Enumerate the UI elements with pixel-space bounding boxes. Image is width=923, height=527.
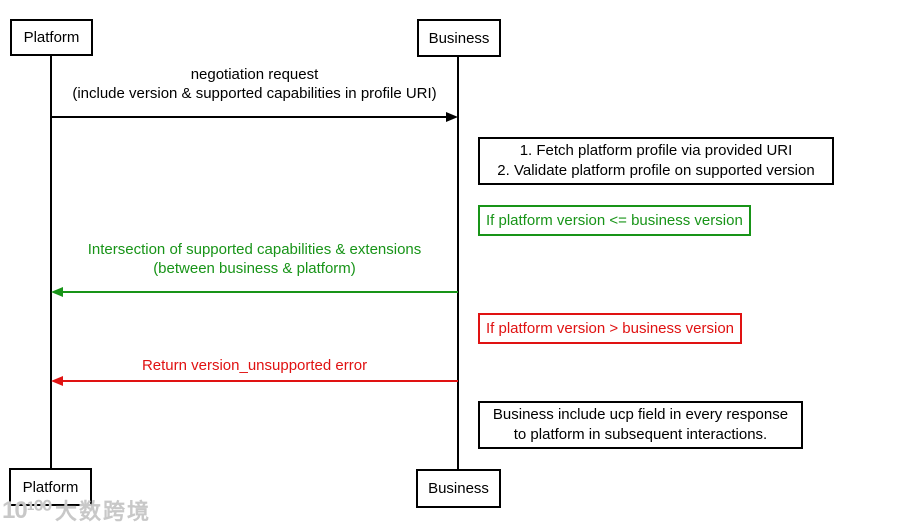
intersection-arrow-line [62,291,458,293]
unsupported-error-line1: Return version_unsupported error [141,357,368,374]
condition-version-gt: If platform version > business version [478,313,743,344]
actor-business-bottom-label: Business [428,480,489,497]
note-fetch-validate-line2: 2. Validate platform profile on supporte… [497,162,815,179]
note-fetch-validate: 1. Fetch platform profile via provided U… [478,137,834,185]
watermark: 10¹⁰⁰ 大数跨境 [2,494,151,526]
condition-version-gt-label: If platform version > business version [486,320,735,337]
negotiation-request-label: negotiation request (include version & s… [51,65,458,103]
negotiation-arrow-line [51,116,447,118]
note-ucp-field-line1: Business include ucp field in every resp… [492,406,789,423]
intersection-line2: (between business & platform) [153,260,356,277]
unsupported-arrow-line [62,380,458,382]
actor-platform-bottom-label: Platform [22,478,79,496]
watermark-logo-icon: 10¹⁰⁰ [2,496,52,524]
intersection-label: Intersection of supported capabilities &… [51,240,458,278]
condition-version-le: If platform version <= business version [478,205,751,236]
intersection-arrow-head-icon [51,287,63,297]
intersection-line1: Intersection of supported capabilities &… [87,241,422,258]
condition-version-le-label: If platform version <= business version [486,212,743,229]
negotiation-arrow-head-icon [446,112,458,122]
negotiation-request-line2: (include version & supported capabilitie… [72,85,437,102]
business-lifeline [457,57,459,469]
negotiation-request-line1: negotiation request [190,66,319,83]
actor-platform-bottom: Platform [9,468,92,506]
actor-business-top-label: Business [428,29,490,47]
unsupported-arrow-head-icon [51,376,63,386]
note-ucp-field: Business include ucp field in every resp… [478,401,803,449]
actor-platform-top-label: Platform [23,29,80,46]
unsupported-error-label: Return version_unsupported error [51,356,458,375]
watermark-text: 大数跨境 [54,499,151,524]
actor-business-top: Business [417,19,501,57]
platform-lifeline [50,56,52,468]
note-fetch-validate-line1: 1. Fetch platform profile via provided U… [519,142,793,159]
note-ucp-field-line2: to platform in subsequent interactions. [513,426,768,443]
actor-business-bottom: Business [416,469,501,508]
actor-platform-top: Platform [10,19,93,56]
